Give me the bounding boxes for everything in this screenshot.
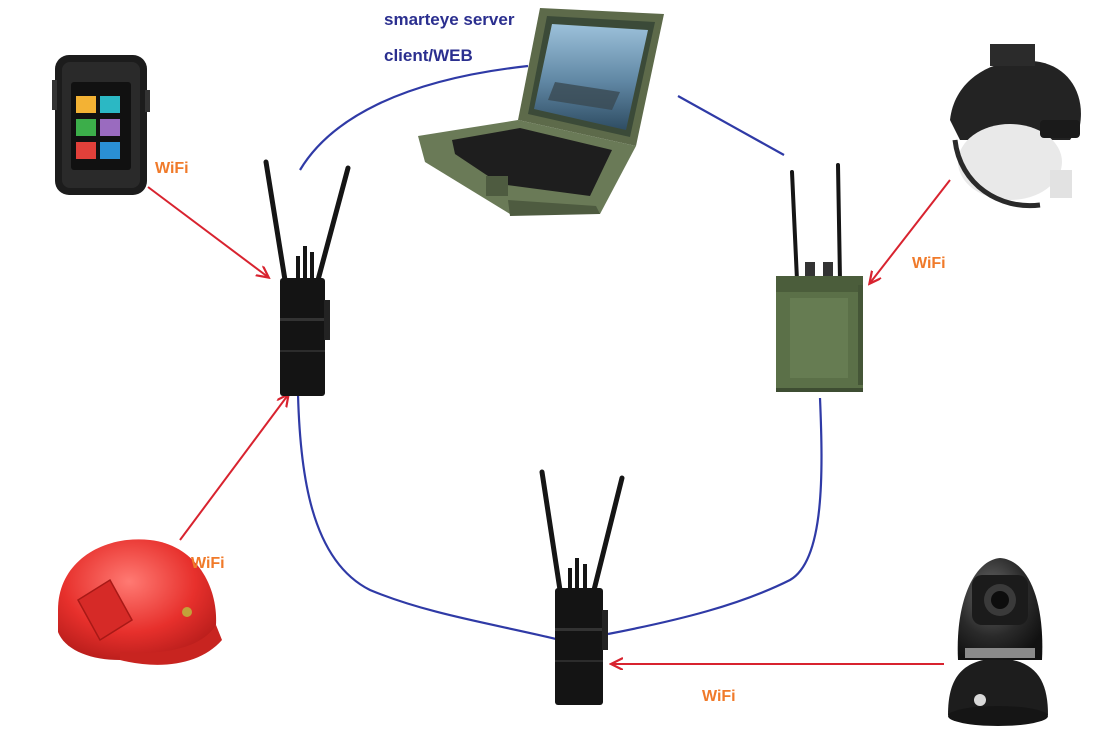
server-label-line1: smarteye server — [384, 10, 515, 29]
wifi-arrow-phone — [147, 186, 268, 277]
wifi-label-tactical-helmet: WiFi — [912, 255, 946, 272]
wifi-label-red-helmet: WiFi — [191, 555, 225, 572]
rugged-phone-icon — [52, 55, 150, 195]
wifi-arrow-red-helmet — [179, 395, 288, 541]
mesh-radio-left-icon — [263, 159, 351, 396]
link-radio-left-to-laptop — [299, 64, 529, 171]
tactical-helmet-camera-icon — [950, 44, 1081, 209]
manpack-radio-right-icon — [776, 163, 863, 392]
rugged-laptop-icon — [418, 8, 664, 216]
server-label-line2: client/WEB — [384, 46, 473, 65]
link-radio-right-to-radio-bottom — [607, 397, 823, 636]
wifi-label-phone: WiFi — [155, 160, 189, 177]
link-laptop-to-radio-right — [677, 95, 785, 156]
link-radio-left-to-radio-bottom — [296, 393, 561, 642]
wifi-arrow-tactical-helmet — [870, 179, 951, 283]
mesh-radio-bottom-icon — [539, 469, 625, 705]
wifi-label-ptz-camera: WiFi — [702, 688, 736, 705]
ptz-camera-icon — [948, 558, 1048, 726]
red-safety-helmet-icon — [58, 539, 222, 665]
